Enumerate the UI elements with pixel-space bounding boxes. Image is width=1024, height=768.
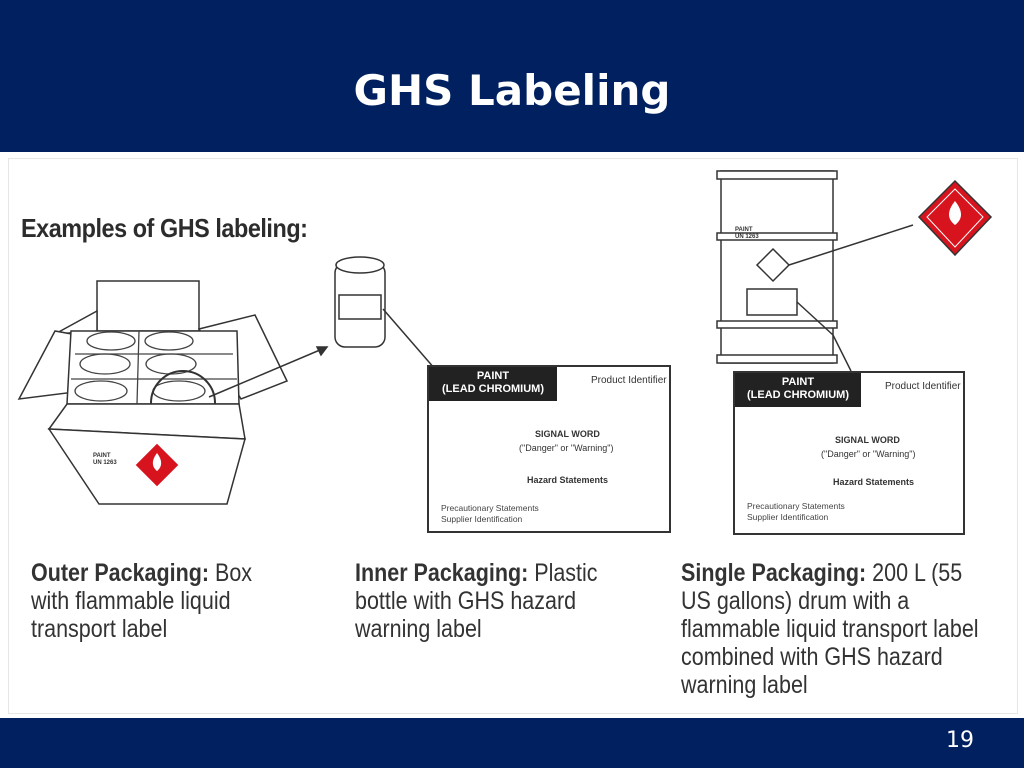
caption-inner-text: Plastic bottle with GHS hazard warning l… bbox=[355, 559, 598, 643]
label2-product-name: PAINT (LEAD CHROMIUM) bbox=[735, 373, 861, 407]
signal-word-hint: ("Danger" or "Warning") bbox=[519, 443, 614, 453]
drum-marking: PAINT UN 1263 bbox=[735, 227, 759, 241]
slide-title: GHS Labeling bbox=[353, 66, 671, 115]
caption-single-bold: Single Packaging: bbox=[681, 559, 867, 587]
precautionary-text: Precautionary Statements bbox=[441, 503, 539, 513]
box-marking: PAINT UN 1263 bbox=[93, 453, 117, 467]
caption-inner-packaging: Inner Packaging: Plastic bottle with GHS… bbox=[355, 559, 639, 643]
label2-hazard-statements: Hazard Statements bbox=[833, 477, 915, 487]
label2-precautionary-text: Precautionary Statements bbox=[747, 501, 845, 511]
supplier-text: Supplier Identification bbox=[441, 514, 523, 524]
drum-flammable-transport-label bbox=[917, 179, 993, 257]
page-number: 19 bbox=[946, 728, 974, 753]
figure-heading: Examples of GHS labeling: bbox=[21, 213, 308, 243]
flame-icon bbox=[949, 201, 961, 225]
label2-name-line1: PAINT bbox=[781, 376, 815, 388]
caption-outer-text: Box with flammable liquid transport labe… bbox=[31, 559, 253, 643]
slide-footer: 19 bbox=[0, 718, 1024, 768]
flame-icon bbox=[152, 453, 162, 471]
caption-inner-bold: Inner Packaging: bbox=[355, 559, 529, 587]
caption-outer-packaging: Outer Packaging: Box with flammable liqu… bbox=[31, 559, 289, 643]
label2-supplier-text: Supplier Identification bbox=[747, 512, 829, 522]
flammable-transport-label bbox=[134, 442, 180, 488]
ghs-label-inner: PAINT (LEAD CHROMIUM) Product Identifier… bbox=[427, 365, 671, 533]
label2-product-identifier: Product Identifier bbox=[885, 381, 961, 392]
caption-single-text: 200 L (55 US gallons) drum with a flamma… bbox=[681, 559, 979, 699]
label2-name-line2: (LEAD CHROMIUM) bbox=[746, 389, 850, 401]
precautionary-block: Precautionary Statements Supplier Identi… bbox=[441, 503, 539, 525]
box-marking-line2: UN 1263 bbox=[93, 460, 117, 466]
hazard-statements-text: Hazard Statements bbox=[527, 475, 609, 485]
box-marking-line1: PAINT bbox=[93, 453, 111, 459]
slide-header: GHS Labeling bbox=[0, 0, 1024, 152]
product-identifier-text: Product Identifier bbox=[591, 375, 667, 386]
drum-drawing bbox=[716, 170, 914, 372]
signal-word-text: SIGNAL WORD bbox=[535, 429, 600, 439]
caption-outer-bold: Outer Packaging: bbox=[31, 559, 210, 587]
drum-marking-line2: UN 1263 bbox=[735, 234, 759, 240]
label2-signal-word-hint: ("Danger" or "Warning") bbox=[821, 449, 916, 459]
label2-signal-word: SIGNAL WORD bbox=[835, 435, 900, 445]
label2-precautionary-block: Precautionary Statements Supplier Identi… bbox=[747, 501, 845, 523]
drum-marking-line1: PAINT bbox=[735, 227, 753, 233]
plastic-bottle-drawing bbox=[334, 256, 436, 370]
label-name-line2: (LEAD CHROMIUM) bbox=[441, 383, 545, 395]
caption-single-packaging: Single Packaging: 200 L (55 US gallons) … bbox=[681, 559, 991, 699]
label-product-name: PAINT (LEAD CHROMIUM) bbox=[429, 367, 557, 401]
ghs-labeling-figure: Examples of GHS labeling: PAINT UN 1263 … bbox=[8, 158, 1018, 714]
ghs-label-drum: PAINT (LEAD CHROMIUM) Product Identifier… bbox=[733, 371, 965, 535]
label-name-line1: PAINT bbox=[476, 370, 510, 382]
